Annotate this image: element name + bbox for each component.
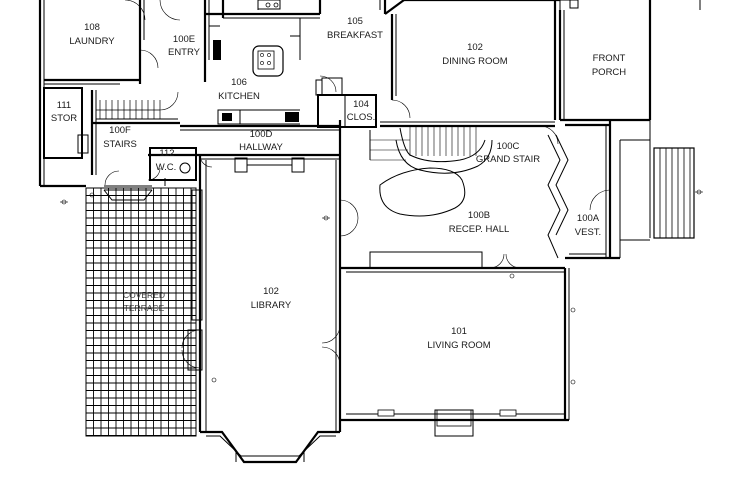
room-name-front: FRONT — [593, 53, 626, 64]
room-number-104: 104 — [353, 99, 369, 110]
room-number-100d: 100D — [250, 129, 273, 140]
room-name-kitchen: KITCHEN — [218, 91, 260, 102]
room-name-library: LIBRARY — [251, 300, 292, 311]
room-name-covered: COVERED — [123, 290, 165, 300]
room-name-dining-room: DINING ROOM — [442, 56, 508, 67]
room-number-105: 105 — [347, 16, 363, 27]
room-name-closet: CLOS. — [347, 112, 376, 123]
room-name-stor: STOR — [51, 113, 77, 124]
room-name-grand-stair: GRAND STAIR — [476, 154, 540, 165]
room-labels: 108 LAUNDRY 100E ENTRY 105 BREAKFAST 102… — [51, 16, 626, 351]
room-name-reception-hall: RECEP. HALL — [449, 224, 510, 235]
room-number-108: 108 — [84, 22, 100, 33]
room-name-breakfast: BREAKFAST — [327, 30, 383, 41]
room-name-vestibule: VEST. — [575, 227, 601, 238]
room-name-living-room: LIVING ROOM — [427, 340, 490, 351]
room-name-entry: ENTRY — [168, 47, 201, 58]
room-name-laundry: LAUNDRY — [69, 36, 115, 47]
room-number-112: 112 — [159, 148, 174, 159]
room-number-100e: 100E — [173, 34, 195, 45]
room-number-101: 101 — [451, 326, 467, 337]
detail-marks — [60, 189, 703, 385]
room-number-102-dining: 102 — [467, 42, 483, 53]
covered-terrace-paving — [85, 187, 197, 437]
room-number-100f: 100F — [109, 125, 131, 136]
room-number-100c: 100C — [497, 141, 520, 152]
room-number-100b: 100B — [468, 210, 490, 221]
grand-stair-drawing — [369, 126, 493, 217]
room-name-terrace: TERRACE — [124, 303, 165, 313]
room-name-wc: W.C. — [156, 162, 177, 173]
room-number-111: 111 — [57, 100, 71, 111]
room-name-porch: PORCH — [592, 67, 626, 78]
room-name-stairs: STAIRS — [103, 139, 137, 150]
room-number-106: 106 — [231, 77, 247, 88]
room-number-102-library: 102 — [263, 286, 279, 297]
walls — [38, 0, 701, 464]
room-name-hallway: HALLWAY — [239, 142, 283, 153]
room-number-100a: 100A — [577, 213, 600, 224]
doors — [103, 0, 611, 369]
